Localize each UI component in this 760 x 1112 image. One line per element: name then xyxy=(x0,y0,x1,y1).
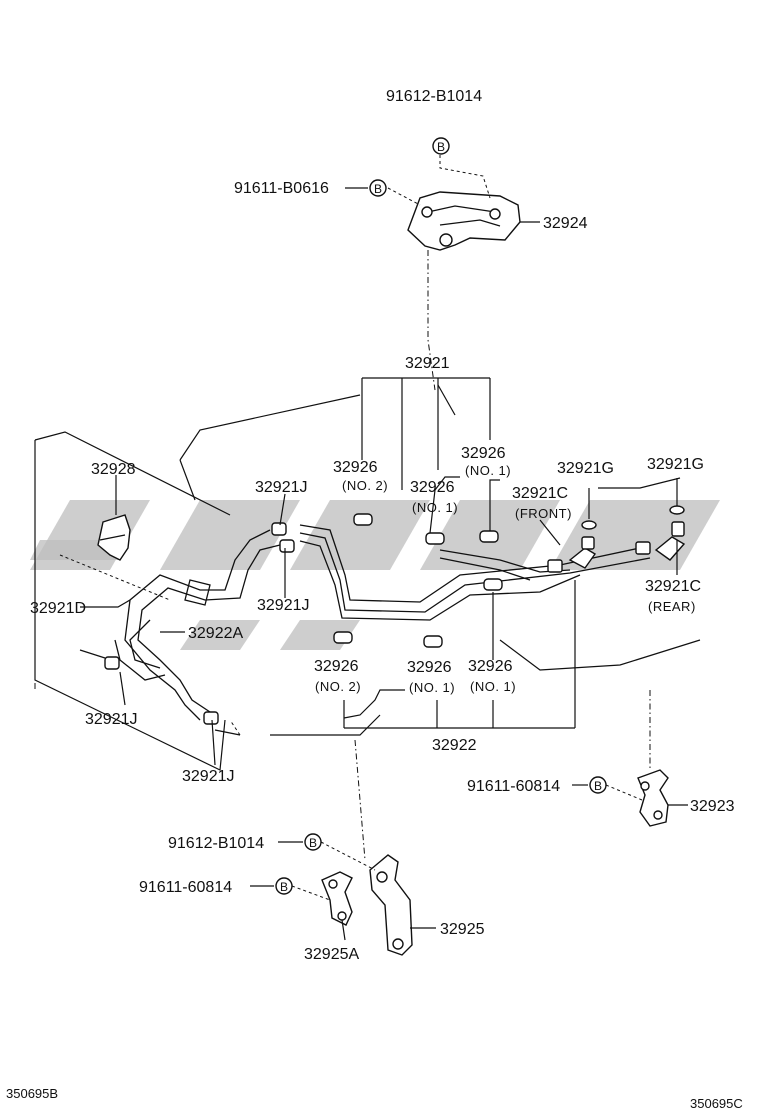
svg-text:B: B xyxy=(309,836,317,850)
label-32923: 32923 xyxy=(690,798,735,815)
watermark-logo xyxy=(30,500,720,650)
label-32921J-a: 32921J xyxy=(255,479,308,496)
leader-32925-bolt xyxy=(320,841,376,871)
corner-label-left: 350695B xyxy=(6,1086,58,1101)
sleeve-32926-no1-a xyxy=(425,532,445,545)
bolt-b-bottom2: B xyxy=(275,877,293,895)
sleeve-32926-no1-b xyxy=(479,530,499,543)
clamp-32921J-a xyxy=(271,522,295,553)
label-32925: 32925 xyxy=(440,921,485,938)
label-32921C-front-sub: (FRONT) xyxy=(515,506,572,521)
svg-text:B: B xyxy=(437,140,445,154)
centerline-bottom xyxy=(354,739,366,861)
oring-32921G-b xyxy=(669,505,685,515)
label-32921J-c: 32921J xyxy=(85,711,138,728)
leader-32923-bolt xyxy=(605,784,643,801)
label-32921G-a: 32921G xyxy=(557,460,614,477)
sleeve-32926-no1-low xyxy=(423,635,443,648)
body-outline xyxy=(34,394,701,771)
label-32926-no2-top: 32926 xyxy=(333,459,378,476)
label-32921C-rear: 32921C xyxy=(645,578,701,595)
leader-91611-b0616 xyxy=(387,187,421,206)
label-32926-no2-top-sub: (NO. 2) xyxy=(342,478,388,493)
label-32926-no1-b: 32926 xyxy=(461,445,506,462)
bracket-32924 xyxy=(407,191,521,251)
label-32926-no1-a-sub: (NO. 1) xyxy=(412,500,458,515)
pipe-assembly xyxy=(299,524,651,621)
svg-text:B: B xyxy=(280,880,288,894)
label-32924: 32924 xyxy=(543,215,588,232)
oring-32921G-a xyxy=(581,520,597,530)
label-32921J-b: 32921J xyxy=(257,597,310,614)
bolt-b-bottom1: B xyxy=(304,833,322,851)
svg-text:B: B xyxy=(374,182,382,196)
leader-91612-top xyxy=(439,155,491,199)
label-32926-no2-low-sub: (NO. 2) xyxy=(315,679,361,694)
label-32926-no1-a: 32926 xyxy=(410,479,455,496)
clamp-32921J-d xyxy=(203,711,219,725)
label-32922A: 32922A xyxy=(188,625,243,642)
label-32922: 32922 xyxy=(432,737,477,754)
label-32921D: 32921D xyxy=(30,600,86,617)
label-32926-no1-b-sub: (NO. 1) xyxy=(465,463,511,478)
centerline-top xyxy=(427,250,436,391)
label-32925A: 32925A xyxy=(304,946,359,963)
sleeve-32926-no2-low xyxy=(333,631,353,644)
label-32926-no1-low-b-sub: (NO. 1) xyxy=(470,679,516,694)
sleeve-32926-no1-c xyxy=(483,578,503,591)
label-32921C-front: 32921C xyxy=(512,485,568,502)
bolt-b-left: B xyxy=(369,179,387,197)
fitting-32921C-front xyxy=(547,536,597,573)
bolt-b-right: B xyxy=(589,776,607,794)
label-32921G-b: 32921G xyxy=(647,456,704,473)
hose-assembly-left xyxy=(114,529,281,721)
label-91612-b1014-top: 91612-B1014 xyxy=(386,88,482,105)
label-32926-no1-low-a-sub: (NO. 1) xyxy=(409,680,455,695)
group-32922-bracket xyxy=(343,580,576,729)
label-32921C-rear-sub: (REAR) xyxy=(648,599,696,614)
label-32926-no1-low-a: 32926 xyxy=(407,659,452,676)
group-32921-bracket xyxy=(361,377,491,490)
bracket-32925A xyxy=(321,871,353,926)
label-91611-60814-right: 91611-60814 xyxy=(467,778,560,795)
label-91611-60814-bottom: 91611-60814 xyxy=(139,879,232,896)
leader-32925A-bolt xyxy=(291,885,331,901)
leader-32925A xyxy=(341,919,346,941)
label-91611-b0616: 91611-B0616 xyxy=(234,180,329,197)
bracket-32923 xyxy=(637,769,669,827)
clip-32928 xyxy=(97,514,131,561)
label-32926-no1-low-b: 32926 xyxy=(468,658,513,675)
clamp-32921J-c xyxy=(104,656,120,670)
label-32926-no2-low: 32926 xyxy=(314,658,359,675)
svg-text:B: B xyxy=(594,779,602,793)
label-leaders xyxy=(80,475,681,766)
hose-end-left xyxy=(79,649,106,659)
corner-label-right: 350695C xyxy=(690,1096,743,1111)
bolt-b-top: B xyxy=(432,137,450,155)
label-32921J-d: 32921J xyxy=(182,768,235,785)
bracket-32925 xyxy=(369,854,413,956)
sleeve-32926-no2-top xyxy=(353,513,373,526)
label-32921: 32921 xyxy=(405,355,450,372)
label-32928: 32928 xyxy=(91,461,136,478)
label-91612-b1014-bottom: 91612-B1014 xyxy=(168,835,264,852)
